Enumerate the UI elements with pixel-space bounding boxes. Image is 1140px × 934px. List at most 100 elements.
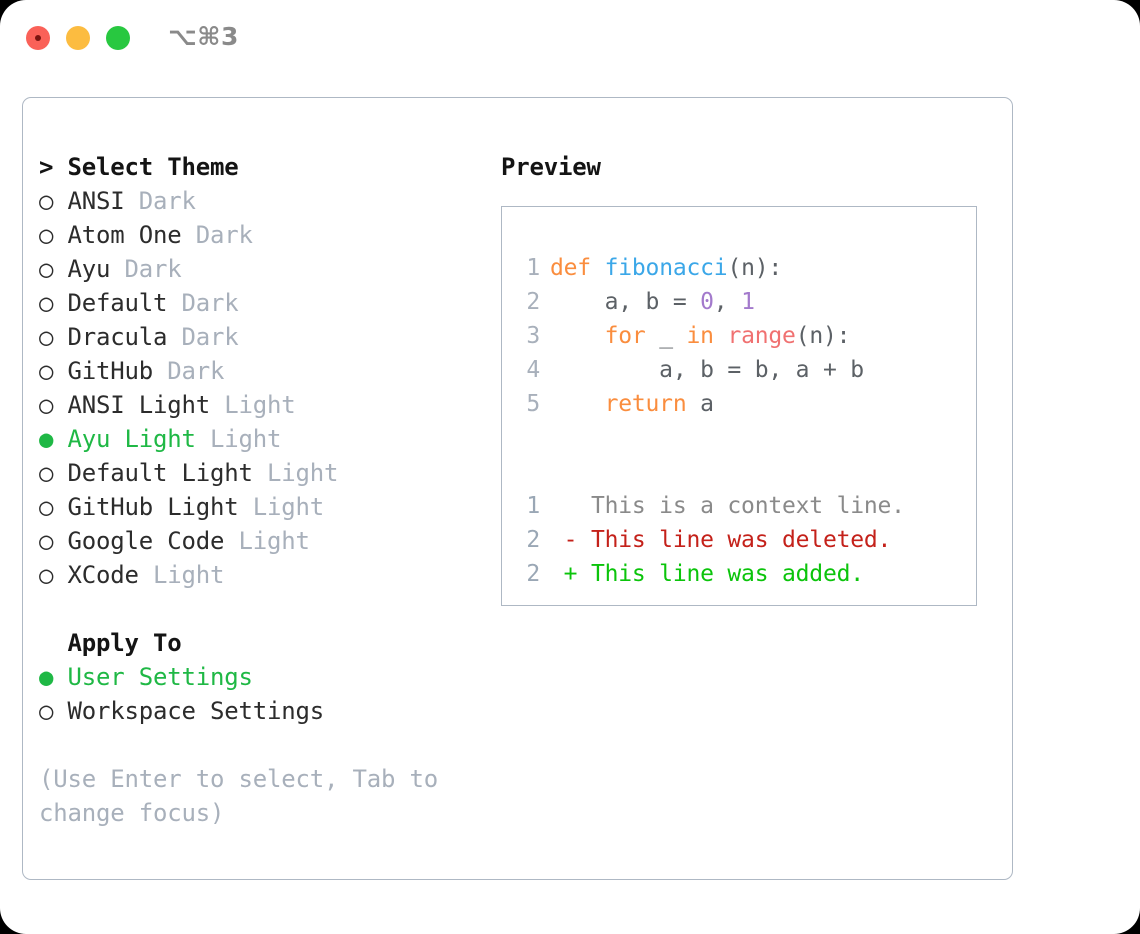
theme-option-ayu-light[interactable]: ● Ayu Light Light xyxy=(39,422,489,456)
radio-unselected-icon: ○ xyxy=(39,527,68,555)
radio-selected-icon: ● xyxy=(39,425,68,453)
code-token: , xyxy=(713,289,742,315)
code-line: 2 a, b = 0, 1 xyxy=(518,285,976,319)
apply-to-option-label: Workspace Settings xyxy=(67,697,325,725)
radio-unselected-icon: ○ xyxy=(39,561,68,589)
code-token: a, b = xyxy=(550,289,701,315)
theme-picker-column: > Select Theme ○ ANSI Dark○ Atom One Dar… xyxy=(39,150,489,830)
radio-unselected-icon: ○ xyxy=(39,357,68,385)
theme-variant-label: Dark xyxy=(167,323,239,351)
code-token: def xyxy=(550,255,591,281)
theme-option-default[interactable]: ○ Default Dark xyxy=(39,286,489,320)
theme-option-label: XCode xyxy=(67,561,139,589)
theme-option-label: ANSI xyxy=(67,187,125,215)
line-number: 2 xyxy=(526,289,540,315)
radio-unselected-icon: ○ xyxy=(39,255,68,283)
theme-option-label: GitHub Light xyxy=(67,493,239,521)
diff-line-del: 2 - This line was deleted. xyxy=(518,523,976,557)
theme-variant-label: Light xyxy=(252,459,339,487)
theme-option-google-code[interactable]: ○ Google Code Light xyxy=(39,524,489,558)
theme-option-label: Default Light xyxy=(67,459,253,487)
line-number: 1 xyxy=(526,255,540,281)
maximize-window-button[interactable] xyxy=(106,26,130,50)
close-icon xyxy=(35,35,41,41)
code-token: 0 xyxy=(700,289,714,315)
minimize-window-button[interactable] xyxy=(66,26,90,50)
diff-line-ctx: 1 This is a context line. xyxy=(518,489,976,523)
close-window-button[interactable] xyxy=(26,26,50,50)
code-line: 4 a, b = b, a + b xyxy=(518,353,976,387)
main-panel: > Select Theme ○ ANSI Dark○ Atom One Dar… xyxy=(22,97,1013,880)
theme-option-atom-one[interactable]: ○ Atom One Dark xyxy=(39,218,489,252)
theme-option-github[interactable]: ○ GitHub Dark xyxy=(39,354,489,388)
keyboard-hint-text: (Use Enter to select, Tab to change focu… xyxy=(39,765,438,827)
radio-unselected-icon: ○ xyxy=(39,323,68,351)
theme-option-dracula[interactable]: ○ Dracula Dark xyxy=(39,320,489,354)
theme-option-list: ○ ANSI Dark○ Atom One Dark○ Ayu Dark○ De… xyxy=(39,184,489,592)
code-line: 5 return a xyxy=(518,387,976,421)
line-number: 4 xyxy=(526,357,540,383)
preview-title: Preview xyxy=(501,153,601,181)
spacer xyxy=(39,592,489,626)
theme-variant-label: Light xyxy=(138,561,225,589)
keyboard-shortcut-label: ⌥⌘3 xyxy=(168,22,239,51)
apply-to-option-list: ● User Settings○ Workspace Settings xyxy=(39,660,489,728)
code-line: 1 def fibonacci(n): xyxy=(518,251,976,285)
code-token: 1 xyxy=(741,289,755,315)
code-token: (n): xyxy=(795,323,851,349)
apply-to-option-workspace-settings[interactable]: ○ Workspace Settings xyxy=(39,694,489,728)
line-number: 2 xyxy=(526,527,540,553)
theme-option-default-light[interactable]: ○ Default Light Light xyxy=(39,456,489,490)
code-token xyxy=(591,255,605,281)
spacer xyxy=(518,421,976,455)
code-token: (n): xyxy=(727,255,783,281)
radio-unselected-icon: ○ xyxy=(39,493,68,521)
code-token: range xyxy=(727,323,796,349)
theme-variant-label: Dark xyxy=(124,187,196,215)
theme-option-label: ANSI Light xyxy=(67,391,211,419)
line-number: 2 xyxy=(526,561,540,587)
code-token: a, b = b, a + b xyxy=(550,357,864,383)
radio-selected-icon: ● xyxy=(39,663,68,691)
diff-text: - This line was deleted. xyxy=(550,527,892,553)
theme-option-ansi-light[interactable]: ○ ANSI Light Light xyxy=(39,388,489,422)
code-token xyxy=(550,391,605,417)
code-token: return xyxy=(604,391,687,417)
theme-option-label: Google Code xyxy=(67,527,225,555)
theme-option-github-light[interactable]: ○ GitHub Light Light xyxy=(39,490,489,524)
diff-line-add: 2 + This line was added. xyxy=(518,557,976,591)
code-token: a xyxy=(686,391,714,417)
radio-unselected-icon: ○ xyxy=(39,289,68,317)
apply-to-option-user-settings[interactable]: ● User Settings xyxy=(39,660,489,694)
theme-variant-label: Light xyxy=(210,391,296,419)
diff-text: This is a context line. xyxy=(550,493,905,519)
theme-option-ansi[interactable]: ○ ANSI Dark xyxy=(39,184,489,218)
code-token: in xyxy=(686,323,714,349)
line-number: 1 xyxy=(526,493,540,519)
radio-unselected-icon: ○ xyxy=(39,459,68,487)
theme-variant-label: Dark xyxy=(181,221,253,249)
radio-unselected-icon: ○ xyxy=(39,187,68,215)
diff-text: + This line was added. xyxy=(550,561,864,587)
spacer xyxy=(518,455,976,489)
code-token xyxy=(550,323,605,349)
apply-to-title: Apply To xyxy=(39,629,182,657)
theme-variant-label: Dark xyxy=(167,289,239,317)
apply-to-option-label: User Settings xyxy=(67,663,253,691)
theme-option-label: Atom One xyxy=(67,221,182,249)
theme-option-label: Default xyxy=(67,289,168,317)
diff-sample: 1 This is a context line.2 - This line w… xyxy=(518,489,976,591)
code-token: fibonacci xyxy=(604,255,728,281)
code-token xyxy=(714,323,728,349)
theme-option-xcode[interactable]: ○ XCode Light xyxy=(39,558,489,592)
code-token: for xyxy=(604,323,646,349)
theme-variant-label: Light xyxy=(224,527,310,555)
line-number: 3 xyxy=(526,323,540,349)
theme-option-label: Ayu Light xyxy=(67,425,196,453)
theme-option-ayu[interactable]: ○ Ayu Dark xyxy=(39,252,489,286)
radio-unselected-icon: ○ xyxy=(39,221,68,249)
theme-variant-label: Dark xyxy=(153,357,225,385)
theme-option-label: Ayu xyxy=(67,255,111,283)
